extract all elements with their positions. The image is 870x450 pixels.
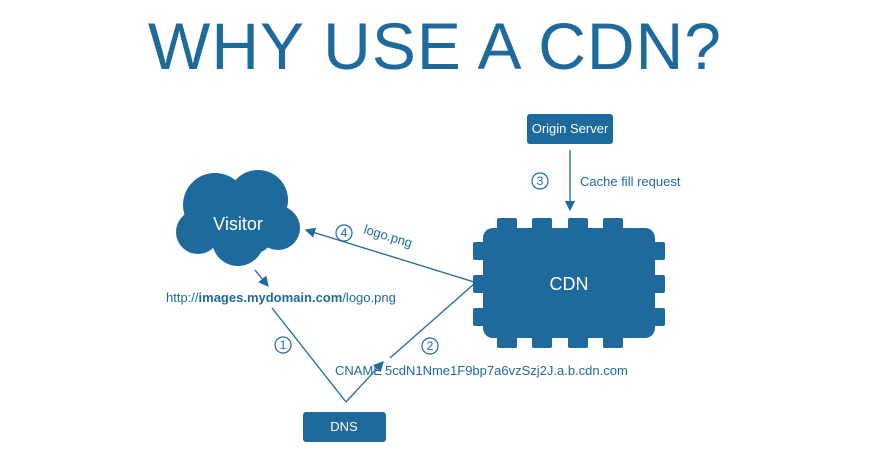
url-path: /logo.png (342, 290, 396, 305)
url-domain: images.mydomain.com (199, 290, 343, 305)
dns-cname-arrow (345, 361, 384, 403)
step-3-marker: 3 (531, 172, 549, 190)
dns-lookup-line (271, 307, 347, 403)
step-1-marker: 1 (274, 336, 292, 354)
cache-fill-label: Cache fill request (580, 174, 681, 189)
step-3-number: 3 (537, 174, 544, 188)
step-4-marker: 4 (335, 224, 353, 242)
url-prefix: http:// (166, 290, 199, 305)
dns-node: DNS (303, 412, 386, 442)
step-2-marker: 2 (421, 337, 439, 355)
cdn-node: CDN (473, 218, 665, 348)
dns-label: DNS (330, 419, 358, 434)
visitor-label: Visitor (213, 214, 263, 234)
visitor-request-arrow (254, 269, 269, 288)
origin-server-label: Origin Server (532, 121, 609, 136)
step-4-number: 4 (341, 226, 348, 240)
page-title: WHY USE A CDN? (148, 9, 722, 83)
step-2-number: 2 (427, 339, 434, 353)
cname-label: CNAME (335, 363, 382, 378)
logo-response-arrow (304, 227, 475, 283)
origin-server-node: Origin Server (527, 114, 613, 144)
request-url: http://images.mydomain.com/logo.png (166, 290, 396, 305)
cdn-label: CDN (550, 274, 589, 294)
logo-response-label: logo.png (362, 222, 414, 251)
step-1-number: 1 (280, 338, 287, 352)
cname-to-cdn-line (389, 283, 475, 359)
visitor-node: Visitor (176, 170, 300, 266)
cname-value: 5cdN1Nme1F9bp7a6vzSzj2J.a.b.cdn.com (385, 363, 628, 378)
